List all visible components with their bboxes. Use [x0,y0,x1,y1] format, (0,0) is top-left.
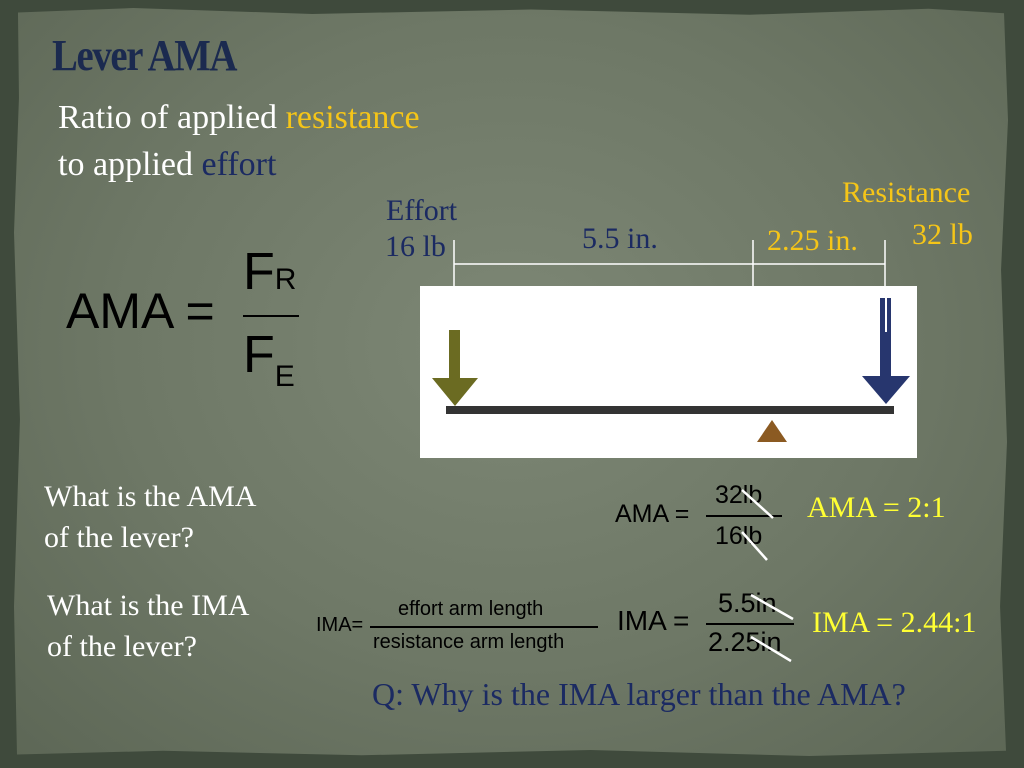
lever-diagram [420,286,917,458]
fulcrum-icon [757,420,787,442]
resistance-arm-length: 2.25 in. [767,224,858,257]
ima-def-lhs: IMA= [316,614,364,636]
formula-fe-sub: E [274,360,295,393]
effort-label-text: Effort [386,194,458,227]
effort-value: 16 lb [385,230,446,263]
ama-answer: AMA = 2:1 [807,491,946,524]
formula-fr: F [243,243,275,301]
effort-arrow-icon [432,330,478,406]
final-question: Q: Why is the IMA larger than the AMA? [372,676,906,712]
ima-calc-lhs: IMA = [617,605,690,636]
ama-formula-numerator: FR [243,242,296,302]
ima-calc-fraction-bar [706,623,794,625]
ama-calc-lhs: AMA = [615,500,690,528]
formula-fr-sub: R [274,263,297,296]
resistance-label: Resistance [842,176,971,209]
intro-text: Ratio of applied resistance to applied e… [58,94,420,188]
ama-cancel-marks [741,489,774,561]
ama-question: What is the AMA of the lever? [44,476,256,558]
ima-question: What is the IMA of the lever? [47,585,249,667]
ama-formula-denominator: FE [243,325,295,393]
ima-calc-denominator: 2.25in [708,627,782,657]
formula-fe: F [243,326,275,384]
ama-question-line1: What is the AMA [44,480,257,513]
resistance-arrow-icon [862,298,910,404]
effort-label: Effort 16 lb [385,193,457,265]
intro-resistance-word: resistance [285,99,420,136]
intro-line2-prefix: to applied [58,146,202,183]
ima-answer: IMA = 2.44:1 [812,606,977,639]
ima-def-numerator: effort arm length [398,598,544,620]
resistance-value: 32 lb [912,218,973,251]
ima-cancel-marks [750,593,794,663]
intro-line1-prefix: Ratio of applied [58,99,286,136]
ima-def-fraction-bar [370,626,598,628]
ama-calc-fraction-bar [706,515,782,517]
ama-formula-fraction-bar [243,315,299,317]
effort-arm-length: 5.5 in. [582,222,658,255]
ima-question-line1: What is the IMA [47,589,250,622]
lever-beam [446,406,894,414]
ama-calc-numerator: 32lb [715,481,763,509]
dimension-lines [453,240,886,288]
intro-effort-word: effort [201,146,277,183]
ima-def-denominator: resistance arm length [373,631,565,653]
ima-question-line2: of the lever? [47,630,197,663]
ama-formula-lhs: AMA = [66,283,215,339]
slide-title: Lever AMA [52,31,238,80]
diagram-panel [420,286,917,458]
ama-question-line2: of the lever? [44,521,194,554]
